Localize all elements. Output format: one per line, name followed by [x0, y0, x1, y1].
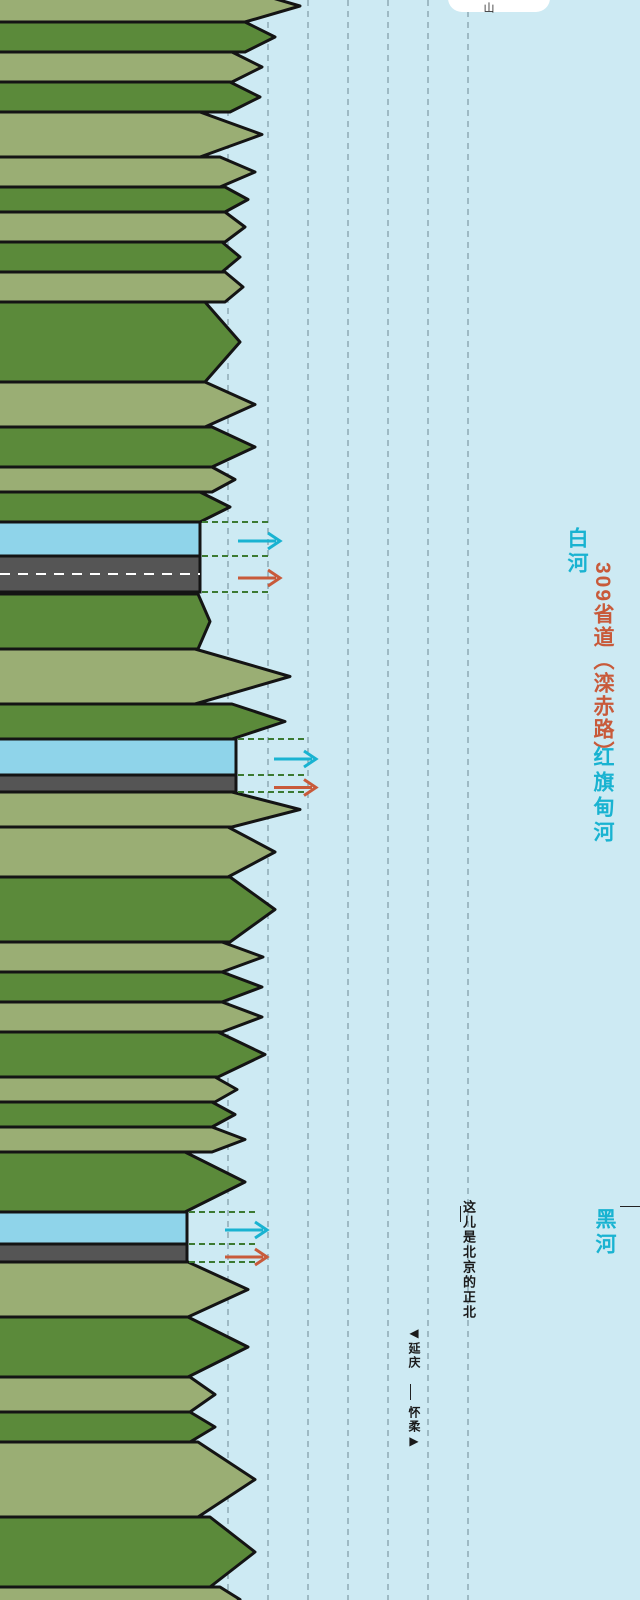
district-divider: [410, 1384, 411, 1400]
mountain-ridge-9: [0, 240, 242, 274]
road-strip-heihe: [0, 1242, 189, 1264]
label-baihe: 白河: [565, 527, 588, 577]
label-yanqing: ◀延庆: [407, 1326, 421, 1370]
road-arrow-icon-heihe-head: [254, 1247, 270, 1267]
mountain-ridge-33: [0, 1410, 217, 1444]
mountain-ridge-8: [0, 210, 247, 244]
mountain-ridge-12: [0, 380, 257, 429]
mountain-ridge-34: [0, 1440, 257, 1519]
mountain-ridge-28: [0, 1125, 247, 1154]
mountain-ridge-31: [0, 1315, 250, 1379]
road-arrow-icon-baihe-head: [267, 568, 283, 588]
mountain-ridge-27: [0, 1100, 237, 1129]
mountain-ridge-20: [0, 825, 277, 879]
mountain-ridge-19: [0, 790, 302, 829]
north-note-tick: [460, 1206, 461, 1222]
mountain-ridge-30: [0, 1260, 250, 1319]
mountain-ridge-35: [0, 1515, 257, 1589]
mountain-ridge-23: [0, 970, 264, 1004]
mountain-ridge-17: [0, 647, 292, 706]
river-arrow-icon-baihe-head: [267, 531, 283, 551]
road-strip-hongqi: [0, 773, 238, 794]
label-heihe: 黑河: [593, 1208, 616, 1258]
mountain-ridge-14: [0, 465, 237, 494]
top-label-text: 山: [482, 2, 494, 13]
mountain-ridge-21: [0, 875, 277, 944]
mountain-ridge-2: [0, 20, 277, 54]
mountain-ridge-16: [0, 592, 212, 651]
river-arrow-icon-hongqi-head: [303, 749, 319, 769]
mountain-ridge-22: [0, 940, 265, 974]
river-strip-hongqi: [0, 737, 238, 777]
mountain-ridge-18: [0, 702, 287, 741]
mountain-ridge-25: [0, 1030, 267, 1079]
mountain-ridge-36: [0, 1585, 242, 1600]
mountain-ridge-10: [0, 270, 245, 304]
mountain-ridge-5: [0, 110, 264, 159]
mountain-ridge-32: [0, 1375, 217, 1414]
mountain-ridge-13: [0, 425, 257, 469]
mountain-ridge-29: [0, 1150, 247, 1214]
mountain-ridge-6: [0, 155, 257, 189]
label-north-note: 这儿是北京的正北: [461, 1200, 476, 1320]
road-arrow-icon-hongqi-head: [303, 778, 319, 797]
river-strip-heihe: [0, 1210, 189, 1246]
mountain-ridge-1: [0, 0, 302, 24]
label-hongqidian-river: 红旗甸河: [591, 746, 614, 846]
label-huairou: 怀柔▶: [407, 1406, 421, 1450]
mountain-ridge-24: [0, 1000, 264, 1034]
mountain-ridge-4: [0, 80, 262, 114]
top-label-tag: 山: [448, 0, 550, 13]
river-strip-baihe: [0, 520, 202, 558]
mountain-ridge-7: [0, 185, 250, 214]
mountain-ridge-15: [0, 490, 232, 524]
heihe-tick: [620, 1206, 640, 1207]
mountain-ridge-3: [0, 50, 264, 84]
river-arrow-icon-heihe-head: [254, 1220, 270, 1240]
mountain-ridge-26: [0, 1075, 239, 1104]
mountain-ridge-11: [0, 300, 242, 384]
label-road-309: 309省道（滦赤路）: [591, 562, 614, 765]
